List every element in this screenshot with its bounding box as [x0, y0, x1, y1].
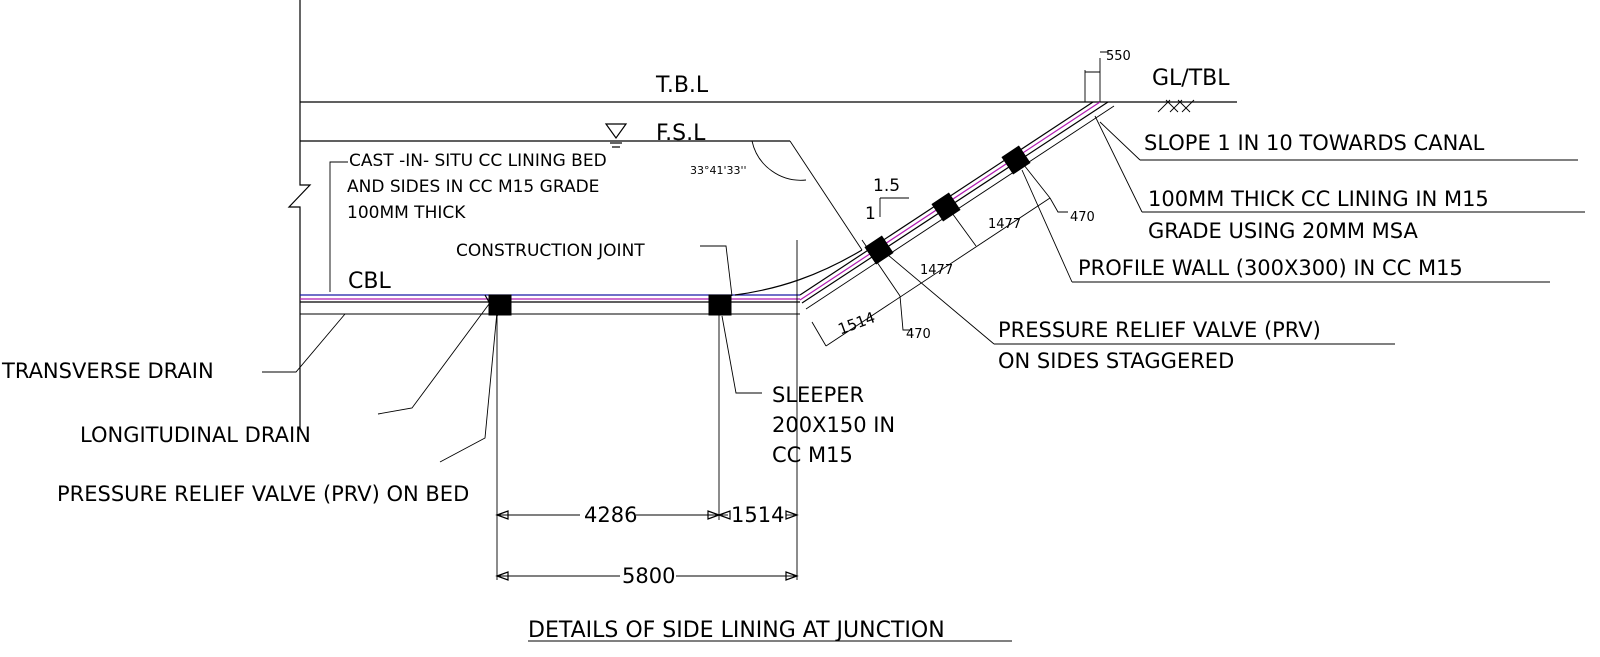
bed-dim-1514: 1514: [731, 503, 784, 527]
cast-lining-note-2: AND SIDES IN CC M15 GRADE: [347, 177, 599, 197]
construction-joint-label: CONSTRUCTION JOINT: [456, 241, 645, 261]
prv-sides-label-2: ON SIDES STAGGERED: [998, 349, 1234, 373]
fsl-label: F.S.L: [656, 121, 706, 146]
prv-bed-leader: [439, 311, 498, 463]
slope-label: SLOPE 1 IN 10 TOWARDS CANAL: [1144, 131, 1485, 155]
sleeper-block: [708, 294, 732, 316]
lining-label-2: GRADE USING 20MM MSA: [1148, 219, 1419, 243]
dim-550-lines: [1084, 51, 1108, 102]
lining-label-1: 100MM THICK CC LINING IN M15: [1148, 187, 1489, 211]
slope-ratio-h: 1.5: [873, 176, 900, 196]
junction-curve: [734, 249, 863, 296]
cbl-label: CBL: [348, 269, 391, 294]
dim-550: 550: [1106, 49, 1131, 64]
longitudinal-drain-label: LONGITUDINAL DRAIN: [80, 423, 311, 447]
prv-bed-block: [488, 294, 512, 316]
transverse-drain-leader: [262, 313, 346, 373]
tbl-label: T.B.L: [655, 73, 709, 98]
profile-wall-label: PROFILE WALL (300X300) IN CC M15: [1078, 256, 1463, 280]
side-dim-470-b: 470: [1070, 210, 1095, 225]
side-dim-line: [825, 197, 1051, 347]
profile-wall-block-1: [864, 235, 894, 265]
slope-leader: [1099, 121, 1578, 161]
bed-dim-row-1: [495, 510, 799, 520]
sleeper-label-1: SLEEPER: [772, 383, 864, 407]
profile-wall-leader: [1021, 169, 1550, 283]
profile-wall-block-3: [1001, 145, 1031, 175]
cast-lining-note-1: CAST -IN- SITU CC LINING BED: [349, 151, 607, 171]
transverse-drain-label: TRANSVERSE DRAIN: [1, 359, 214, 383]
side-dim-1514: 1514: [836, 308, 878, 338]
bed-dim-4286: 4286: [584, 503, 637, 527]
left-boundary-line: [287, 0, 312, 428]
angle-arc: [751, 140, 807, 181]
lining-leader: [1094, 115, 1585, 213]
gl-tbl-label: GL/TBL: [1152, 66, 1230, 91]
longitudinal-drain-leader: [377, 299, 493, 415]
bed-dim-row-2: [495, 571, 799, 581]
cast-lining-leader: [329, 161, 348, 292]
cast-lining-note-3: 100MM THICK: [347, 203, 466, 223]
sleeper-label-3: CC M15: [772, 443, 853, 467]
prv-bed-label: PRESSURE RELIEF VALVE (PRV) ON BED: [57, 482, 469, 506]
side-dim-1477-a: 1477: [920, 263, 953, 278]
sleeper-label-2: 200X150 IN: [772, 413, 895, 437]
side-dim-1477-b: 1477: [988, 217, 1021, 232]
drawing-title: DETAILS OF SIDE LINING AT JUNCTION: [528, 618, 945, 643]
ground-hatch-icon: [1157, 99, 1195, 113]
slope-ratio-v: 1: [865, 204, 876, 224]
prv-sides-leader: [887, 254, 1395, 345]
prv-sides-label-1: PRESSURE RELIEF VALVE (PRV): [998, 318, 1321, 342]
fsl-marker-icon: [604, 123, 628, 148]
bed-dim-5800: 5800: [622, 564, 675, 588]
construction-joint-leader: [700, 245, 733, 297]
side-lining-base: [805, 105, 1115, 310]
sleeper-leader: [721, 315, 762, 394]
angle-label: 33°41'33'': [690, 164, 747, 177]
side-dim-470-a: 470: [906, 327, 931, 342]
angle-ref-line: [789, 140, 863, 251]
